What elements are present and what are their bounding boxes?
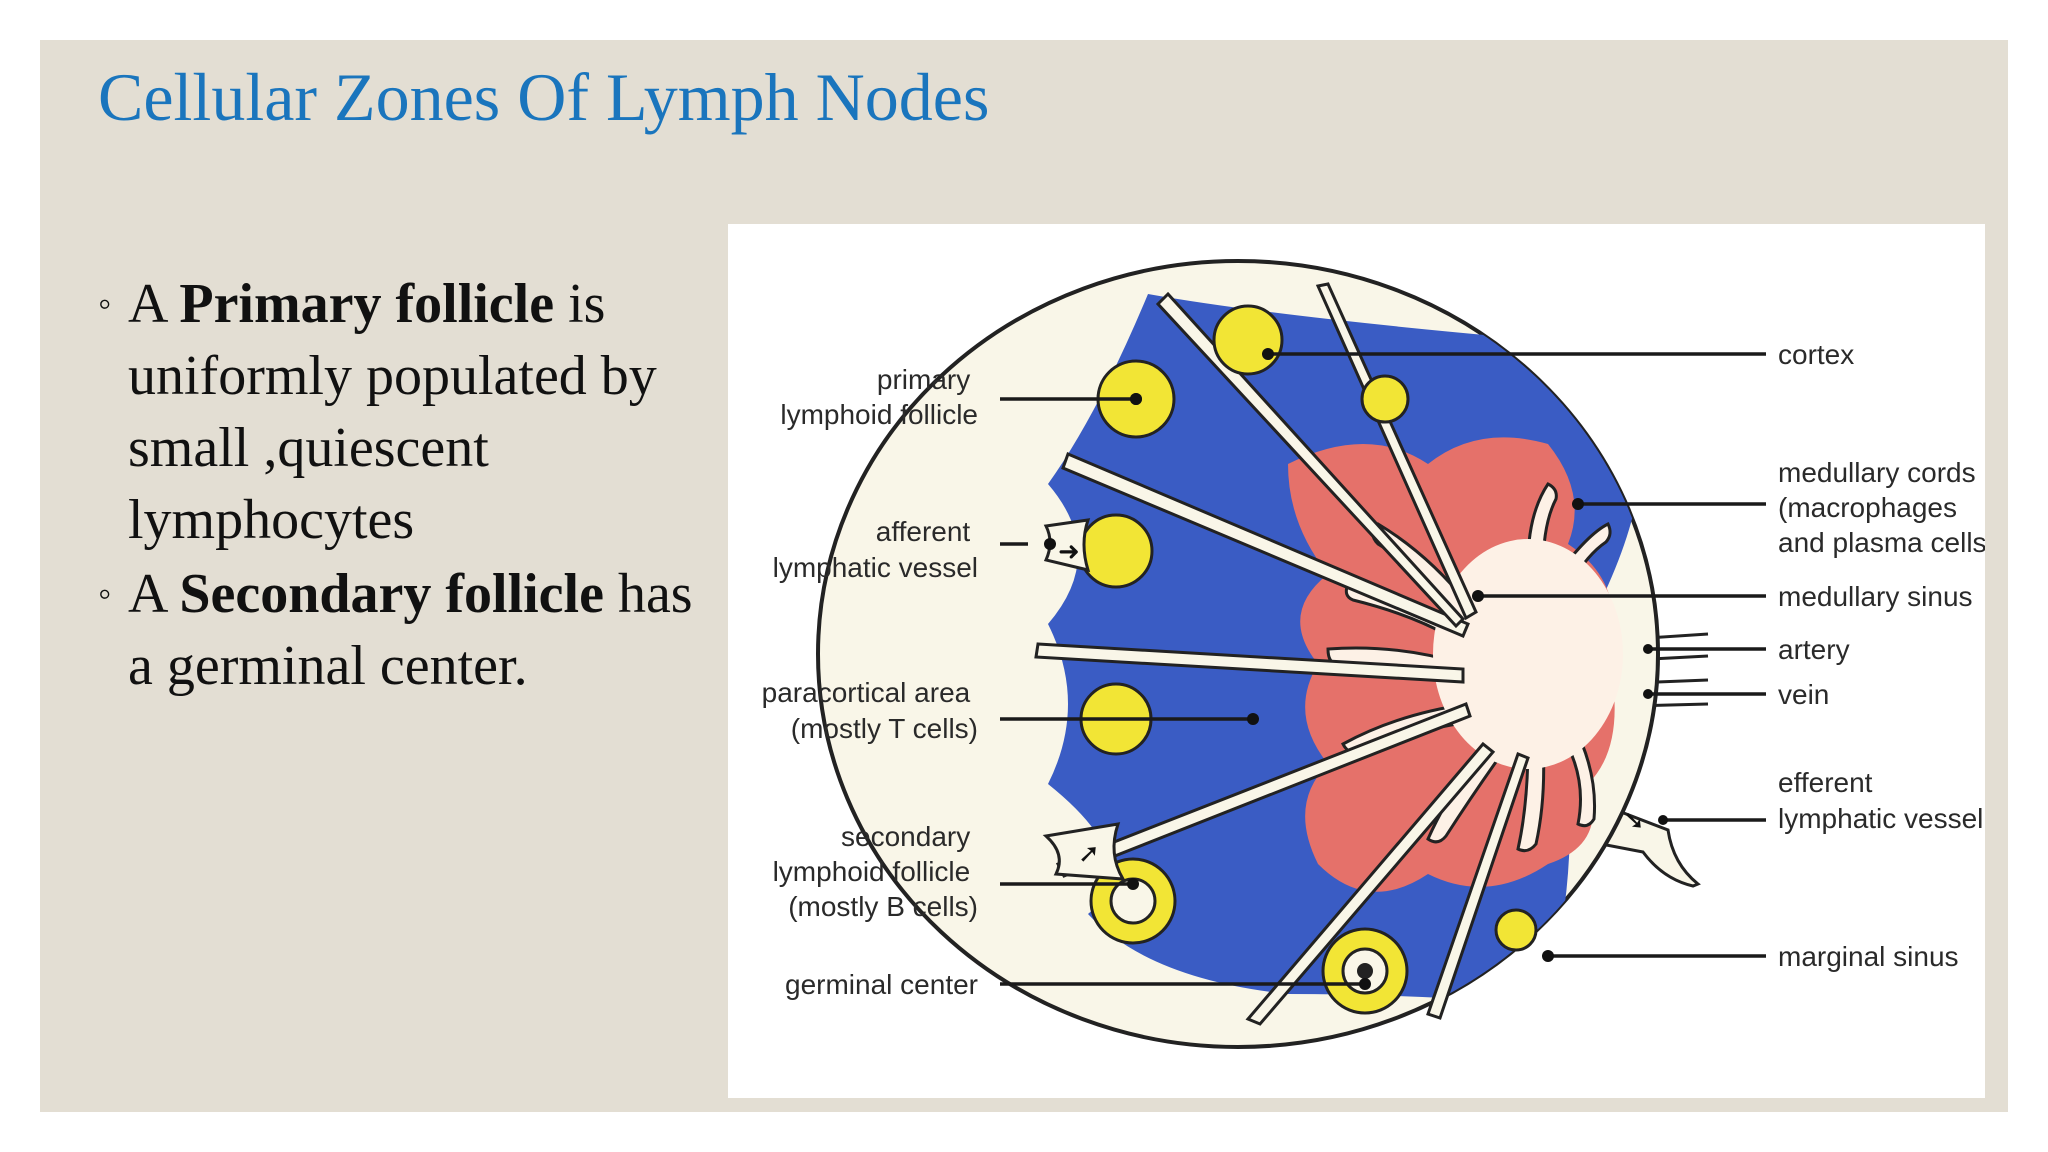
label-primary-follicle: primary lymphoid follicle <box>780 364 978 430</box>
bullet-bold-term: Secondary follicle <box>179 563 604 625</box>
follicles <box>1078 304 1538 1015</box>
primary-follicle <box>1212 304 1284 376</box>
afferent-arrow-icon: ➜ <box>1058 537 1080 567</box>
label-marginal-sinus: marginal sinus <box>1778 941 1959 972</box>
label-germinal-center: germinal center <box>785 969 978 1000</box>
bullet-text: A <box>128 273 180 335</box>
germinal-dot <box>1357 963 1373 979</box>
bullet-bold-term: Primary follicle <box>179 273 555 335</box>
label-paracortical-area: paracortical area (mostly T cells) <box>762 677 978 744</box>
label-cortex: cortex <box>1778 339 1854 370</box>
slide-title: Cellular Zones Of Lymph Nodes <box>98 59 990 135</box>
primary-follicle <box>1078 513 1154 589</box>
bullet-text: has a germinal center. <box>128 563 693 697</box>
bullet-text: is uniformly populated by small ,quiesce… <box>128 273 657 551</box>
label-secondary-follicle: secondary lymphoid follicle (mostly B ce… <box>773 821 978 922</box>
label-artery: artery <box>1778 634 1850 665</box>
leader-lines-left <box>1000 393 1371 990</box>
label-efferent-vessel: efferent lymphatic vessel <box>1778 767 1983 834</box>
bullet-marker: ◦ <box>98 573 112 615</box>
slide: Cellular Zones Of Lymph Nodes ◦ A Primary… <box>40 40 2008 1112</box>
label-medullary-sinus: medullary sinus <box>1778 581 1973 612</box>
label-afferent-vessel: afferent lymphatic vessel <box>773 516 978 583</box>
medullary-sinus-hub <box>1433 539 1623 769</box>
bullet-item: ◦ A Secondary follicle has a germinal cen… <box>98 558 698 702</box>
bullet-text: A <box>128 563 180 625</box>
primary-follicle <box>1494 908 1538 952</box>
bullet-list: ◦ A Primary follicle is uniformly populat… <box>98 268 698 704</box>
trabeculae <box>1034 282 1530 1026</box>
afferent-vessel-lower <box>1042 822 1126 881</box>
label-vein: vein <box>1778 679 1829 710</box>
lymph-node-svg: ➜ ➚ ➘ <box>762 259 1985 1049</box>
lymph-node-diagram: ➜ ➚ ➘ <box>728 224 1985 1098</box>
afferent-arrow-icon: ➚ <box>1078 839 1100 869</box>
label-medullary-cords: medullary cords (macrophages and plasma … <box>1778 457 1985 558</box>
afferent-vessel-upper <box>1043 518 1091 573</box>
bullet-item: ◦ A Primary follicle is uniformly populat… <box>98 268 698 556</box>
leader-lines-right <box>1262 348 1766 962</box>
primary-follicle <box>1360 374 1410 424</box>
efferent-arrow-icon: ➘ <box>1623 806 1645 836</box>
bullet-marker: ◦ <box>98 283 112 325</box>
